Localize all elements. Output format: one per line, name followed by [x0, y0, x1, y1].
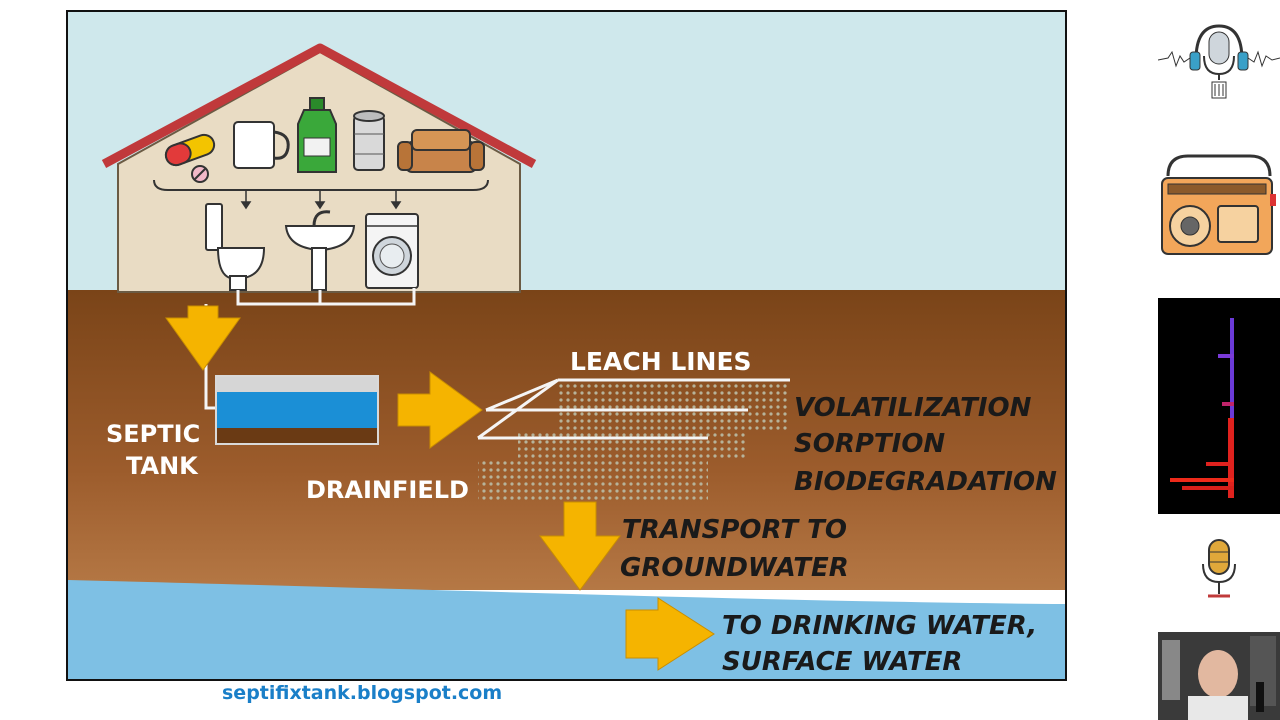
arrow-to-tank: [165, 305, 241, 371]
process-biodegradation: BIODEGRADATION: [794, 467, 1057, 497]
leach-lines-label: LEACH LINES: [570, 347, 752, 376]
presenter-webcam: [1158, 632, 1280, 720]
septic-label-1: SEPTIC: [106, 420, 200, 448]
leach-lines: [477, 378, 790, 440]
sink-icon: [284, 210, 356, 291]
toilet-icon: [205, 203, 266, 291]
podcast-headphones-mic-icon: [1157, 22, 1280, 102]
arrow-to-groundwater: [539, 501, 621, 591]
microphone-icon: [1196, 538, 1242, 602]
groundwater: [68, 580, 1065, 679]
septic-tank: [215, 375, 379, 445]
pill-icon: [164, 133, 216, 183]
drinking-line2: SURFACE WATER: [722, 647, 962, 677]
transport-line2: GROUNDWATER: [620, 553, 849, 583]
can-icon: [353, 110, 385, 171]
house: [101, 43, 537, 293]
sofa-icon: [397, 129, 485, 173]
drainfield-label: DRAINFIELD: [306, 476, 469, 504]
process-volatilization: VOLATILIZATION: [794, 393, 1032, 423]
bottle-icon: [297, 97, 337, 173]
septic-label-2: TANK: [126, 452, 199, 480]
audio-spectrum-visualizer: [1158, 298, 1280, 514]
mug-icon: [233, 121, 290, 169]
arrow-to-drinking-water: [625, 597, 715, 671]
retro-radio-icon: [1158, 154, 1280, 256]
washing-machine-icon: [365, 213, 419, 289]
blog-link[interactable]: septifixtank.blogspot.com: [222, 682, 503, 704]
transport-line1: TRANSPORT TO: [622, 515, 847, 545]
process-sorption: SORPTION: [794, 429, 945, 459]
drinking-line1: TO DRINKING WATER,: [722, 611, 1037, 641]
roof: [101, 43, 537, 168]
arrow-to-drainfield: [397, 371, 483, 449]
septic-diagram: LEACH LINES SEPTIC TANK DRAINFIELD VOLAT…: [66, 10, 1067, 681]
